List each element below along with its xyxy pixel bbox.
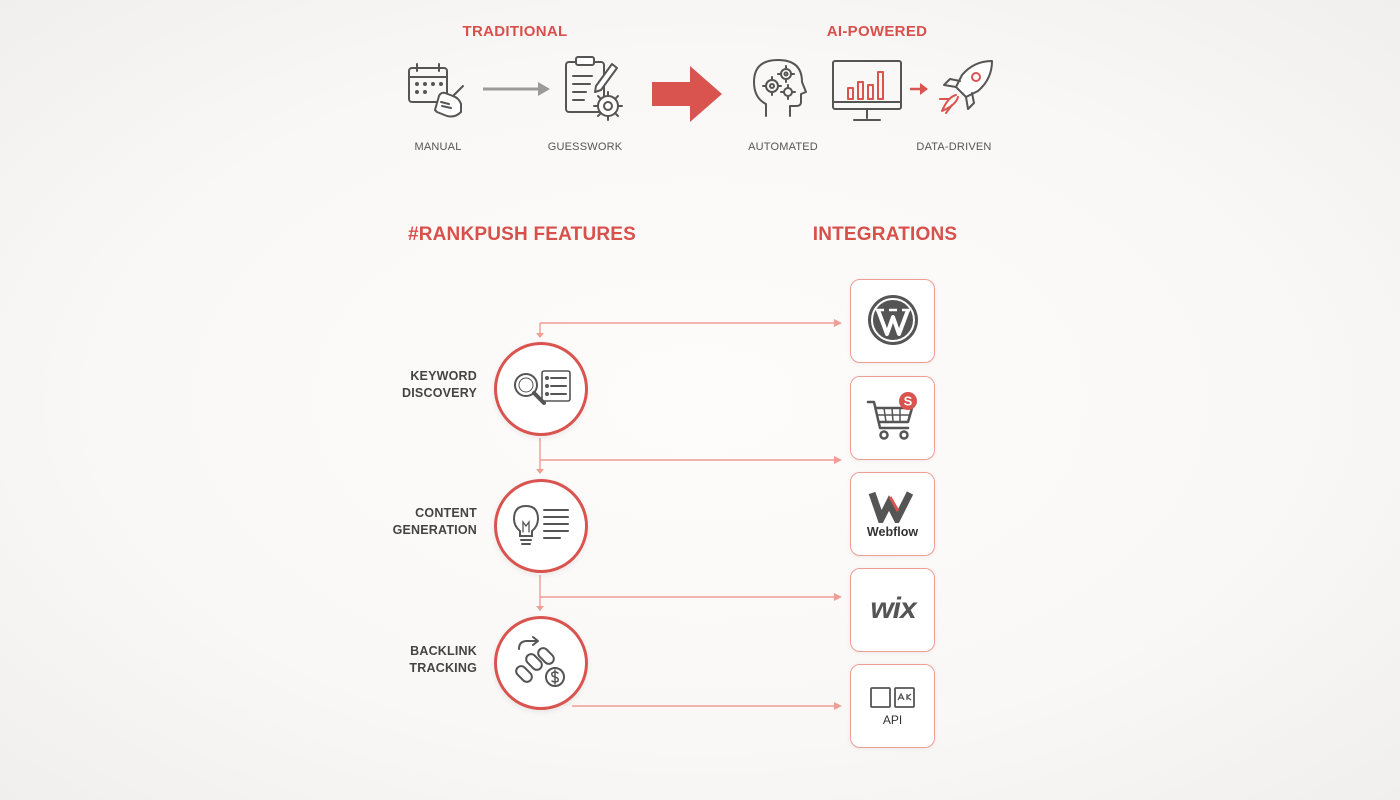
svg-text:wix: wix (870, 592, 918, 625)
feature-backlink-tracking[interactable] (494, 616, 588, 710)
step-label-manual: MANUAL (414, 141, 462, 153)
feature-label-line2: GENERATION (392, 523, 477, 537)
feature-content-generation[interactable] (494, 479, 588, 573)
link-dollar-icon (515, 636, 565, 687)
magnifier-list-icon (514, 370, 571, 405)
integration-shopify[interactable]: S (850, 376, 935, 460)
feature-label-keyword: KEYWORD DISCOVERY (327, 368, 477, 402)
shopify-cart-icon: S (866, 392, 917, 440)
feature-label-line2: TRACKING (409, 661, 477, 675)
clipboard-gear-icon (562, 54, 628, 124)
wix-icon: wix (870, 592, 919, 625)
features-title: #RANKPUSH FEATURES (407, 224, 637, 245)
rocket-icon (934, 55, 998, 119)
feature-label-line1: CONTENT (415, 506, 477, 520)
gray-arrow-icon (482, 80, 552, 98)
integration-wix[interactable]: wix (850, 568, 935, 652)
integration-api[interactable]: API (850, 664, 935, 748)
feature-keyword-discovery[interactable] (494, 342, 588, 436)
transition-arrow-icon (652, 66, 724, 122)
feature-label-line1: BACKLINK (410, 644, 477, 658)
step-label-data-driven: DATA-DRIVEN (916, 141, 992, 153)
ai-powered-title: AI-POWERED (826, 23, 928, 40)
feature-label-backlink: BACKLINK TRACKING (327, 643, 477, 677)
small-red-arrow-icon (909, 82, 929, 96)
feature-label-content: CONTENT GENERATION (327, 505, 477, 539)
svg-text:S: S (903, 394, 912, 409)
feature-label-line1: KEYWORD (410, 369, 477, 383)
step-label-automated: AUTOMATED (748, 141, 818, 153)
feature-label-line2: DISCOVERY (402, 386, 477, 400)
webflow-icon (868, 491, 913, 523)
calendar-hand-icon (405, 60, 467, 122)
brain-gears-icon (748, 54, 810, 122)
integration-webflow[interactable]: Webflow (850, 472, 935, 556)
integration-label: Webflow (866, 525, 919, 539)
wordpress-icon (867, 295, 918, 345)
api-windows-icon (869, 687, 915, 708)
integration-label: API (882, 713, 903, 727)
integration-wordpress[interactable] (850, 279, 935, 363)
lightbulb-text-icon (512, 504, 569, 545)
traditional-title: TRADITIONAL (462, 23, 568, 40)
step-label-guesswork: GUESSWORK (547, 141, 623, 153)
monitor-chart-icon (830, 58, 904, 124)
integrations-title: INTEGRATIONS (812, 224, 958, 245)
